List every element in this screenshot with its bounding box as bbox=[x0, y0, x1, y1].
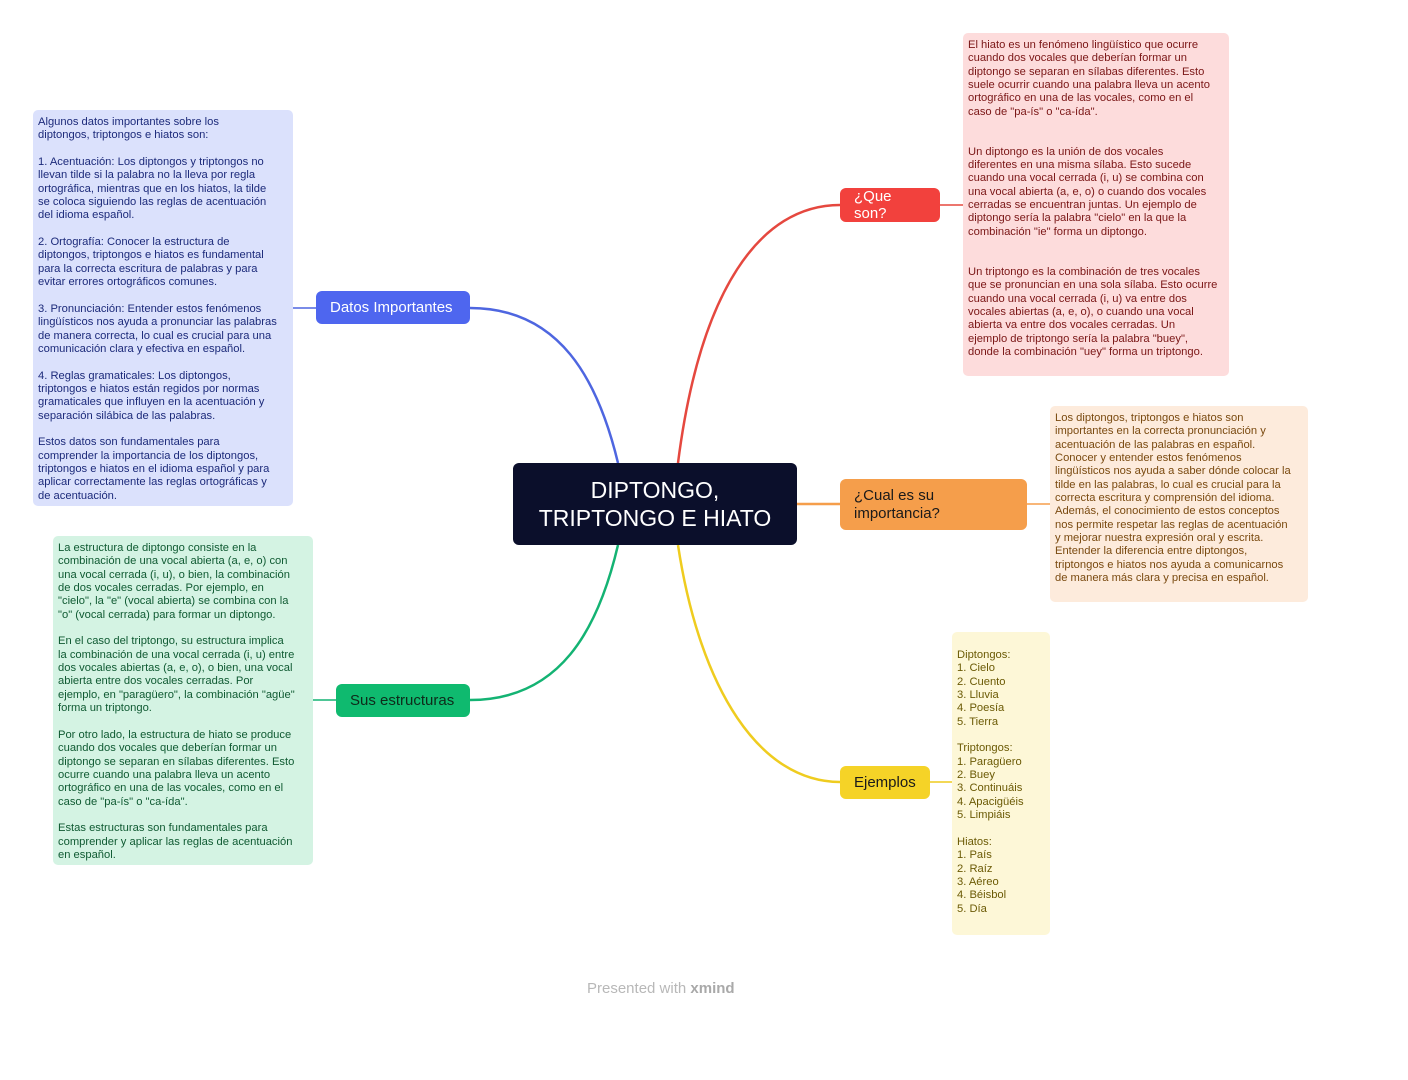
topic-estructuras[interactable]: Sus estructuras bbox=[336, 684, 470, 717]
topic-importancia-line1: ¿Cual es su bbox=[854, 486, 935, 504]
connector-que-son bbox=[676, 203, 841, 464]
connector-ejemplos bbox=[676, 544, 841, 784]
topic-importancia[interactable]: ¿Cual es su importancia? bbox=[840, 479, 1027, 530]
topic-estructuras-label: Sus estructuras bbox=[350, 692, 455, 709]
central-topic-text: DIPTONGO, TRIPTONGO E HIATO bbox=[539, 476, 772, 532]
footer-prefix: Presented with bbox=[587, 980, 691, 997]
note-ejemplos: Diptongos: 1. Cielo 2. Cuento 3. Lluvia … bbox=[952, 632, 1050, 935]
note-importancia: Los diptongos, triptongos e hiatos son i… bbox=[1050, 406, 1308, 602]
central-topic-line1: DIPTONGO, bbox=[590, 477, 720, 503]
central-topic-line2: TRIPTONGO E HIATO bbox=[538, 505, 772, 531]
topic-que-son-label: ¿Que son? bbox=[854, 188, 892, 222]
topic-importancia-text: ¿Cual es su importancia? bbox=[854, 487, 940, 523]
note-datos-importantes: Algunos datos importantes sobre los dipt… bbox=[33, 110, 293, 506]
note-estructuras: La estructura de diptongo consiste en la… bbox=[53, 536, 313, 865]
topic-datos-label: Datos Importantes bbox=[330, 299, 453, 316]
topic-datos-importantes[interactable]: Datos Importantes bbox=[316, 291, 470, 324]
xmind-logo: xmind bbox=[690, 980, 735, 997]
topic-ejemplos[interactable]: Ejemplos bbox=[840, 766, 930, 799]
central-topic[interactable]: DIPTONGO, TRIPTONGO E HIATO bbox=[513, 463, 797, 545]
presented-with-footer: Presented with xmind bbox=[587, 980, 735, 997]
topic-que-son[interactable]: ¿Que son? bbox=[840, 188, 940, 222]
connector-datos bbox=[469, 306, 620, 464]
topic-ejemplos-label: Ejemplos bbox=[854, 774, 916, 791]
connector-estructuras bbox=[469, 544, 620, 702]
note-que-son: El hiato es un fenómeno lingüístico que … bbox=[963, 33, 1229, 376]
topic-importancia-line2: importancia? bbox=[854, 504, 940, 522]
